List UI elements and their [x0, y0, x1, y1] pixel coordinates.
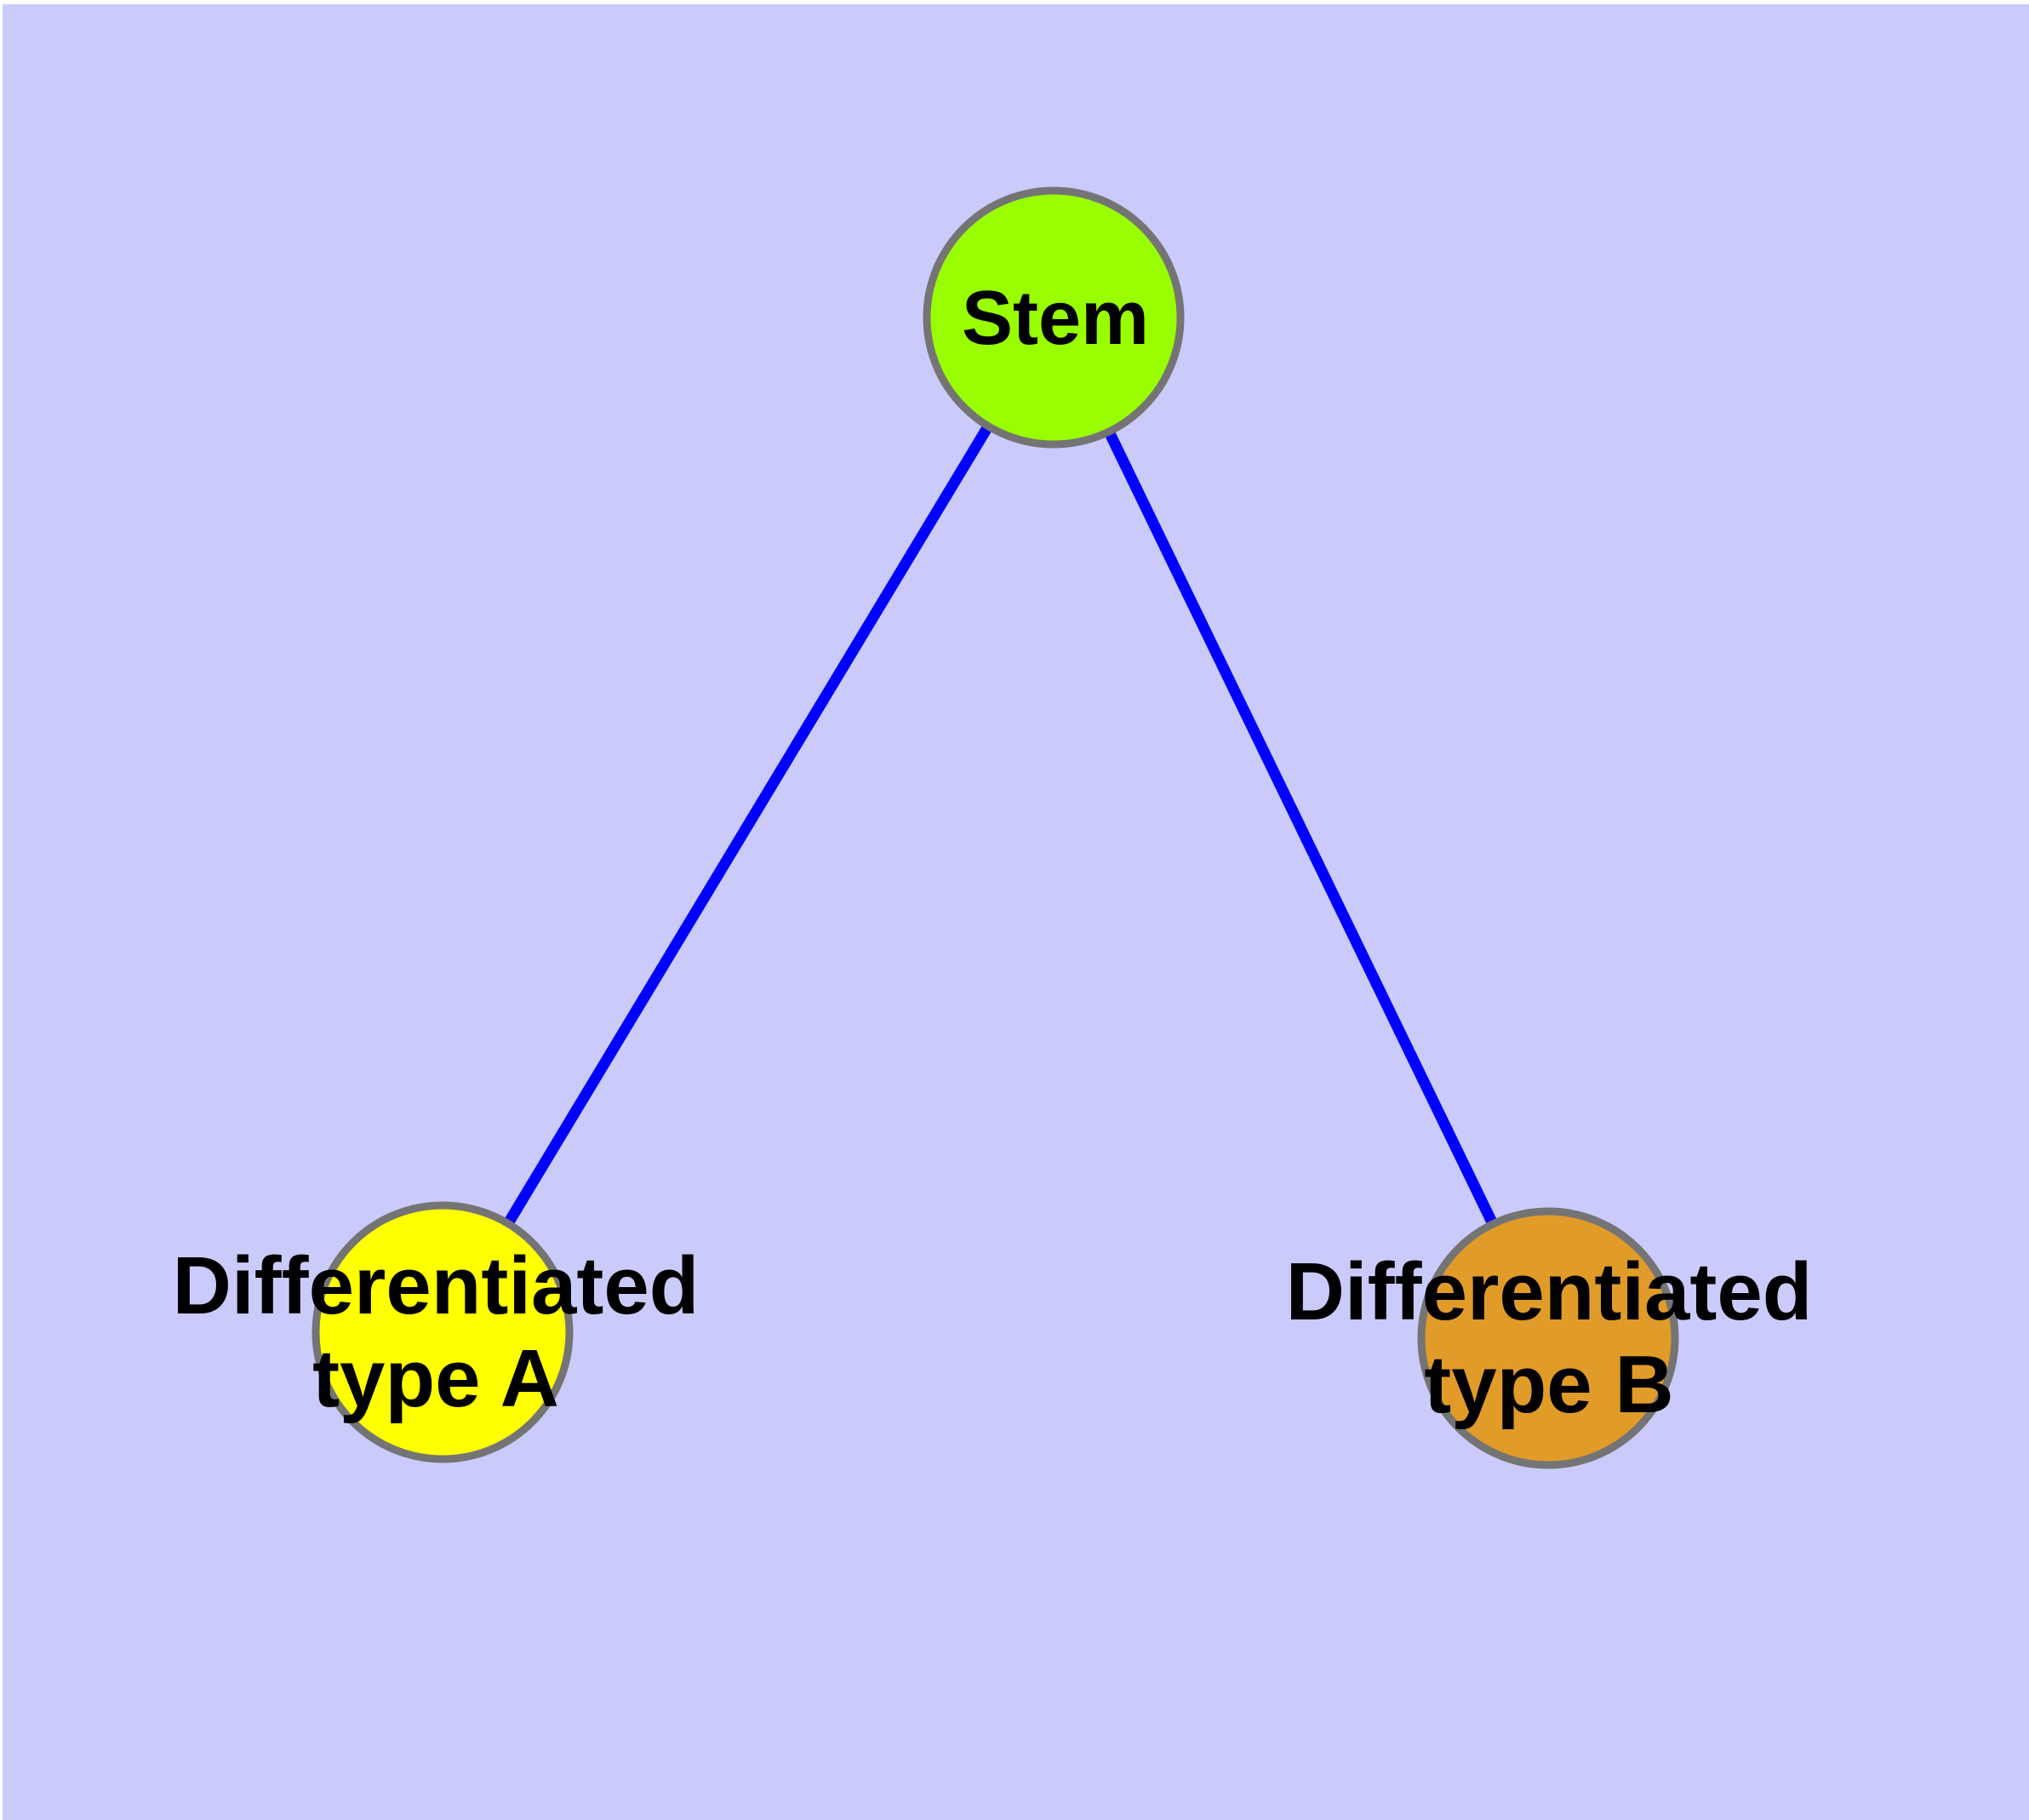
type-b-node-circle	[1417, 1207, 1679, 1469]
type-a-node-circle	[311, 1201, 574, 1463]
stem-node-circle	[923, 186, 1185, 449]
edge-stem-to-type-a	[437, 314, 1059, 1336]
edge-stem-to-type-b	[1049, 315, 1553, 1341]
